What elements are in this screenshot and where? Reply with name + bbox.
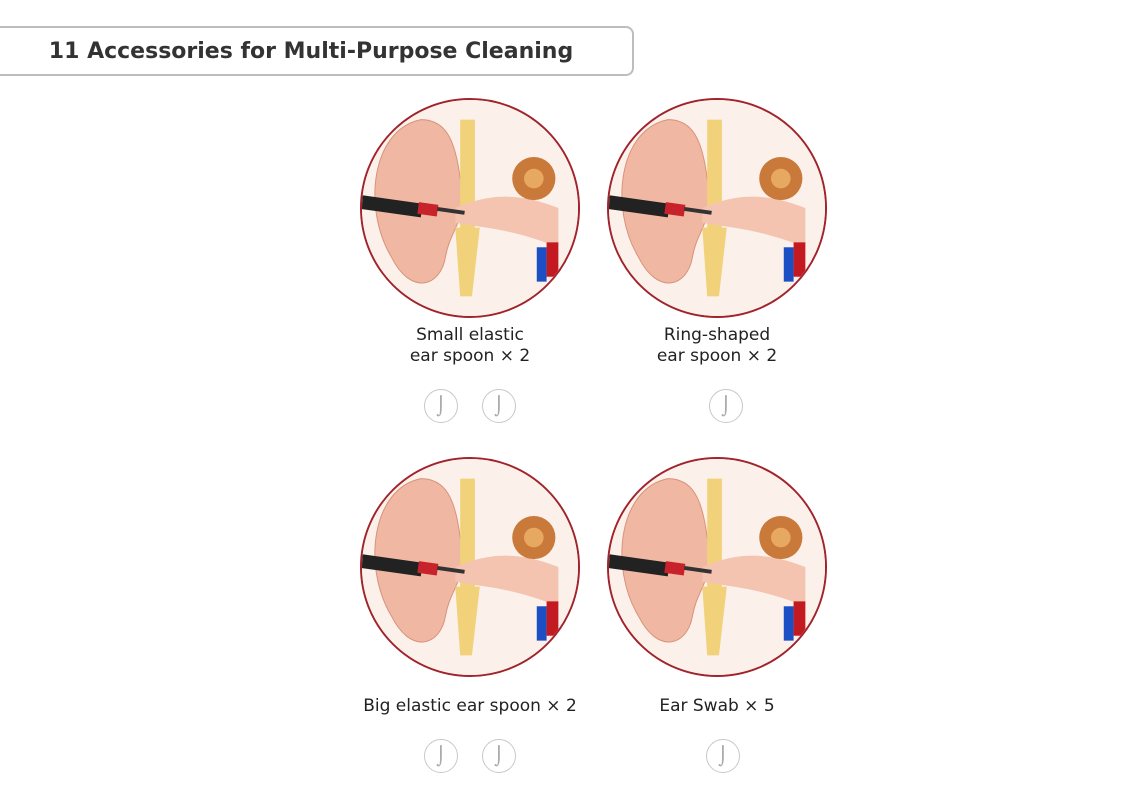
caption-line: ear spoon × 2 — [656, 346, 778, 366]
ear-spoon-icon: ⌡ — [424, 739, 458, 773]
caption-line: Ring-shaped — [663, 325, 771, 345]
title-banner: 11 Accessories for Multi-Purpose Cleanin… — [0, 26, 634, 76]
ear-spoon-icon: ⌡ — [482, 389, 516, 423]
ear-spoon-icon: ⌡ — [424, 389, 458, 423]
caption-line: ear spoon × 2 — [409, 346, 531, 366]
caption-line: Ear Swab × 5 — [659, 696, 775, 716]
ring-spoon-icon: ⌡ — [709, 389, 743, 423]
ear-illustration-swab — [607, 457, 827, 677]
caption-line: Small elastic — [416, 325, 524, 345]
ear-illustration-small-spoon — [360, 98, 580, 318]
ear-illustration-ring-spoon — [607, 98, 827, 318]
caption-line: Big elastic ear spoon × 2 — [363, 696, 577, 716]
ear-spoon-icon: ⌡ — [482, 739, 516, 773]
caption-swab: Ear Swab × 5 — [587, 696, 847, 717]
ear-illustration-big-spoon — [360, 457, 580, 677]
ear-swab-icon: ⌡ — [706, 739, 740, 773]
caption-big-spoon: Big elastic ear spoon × 2 — [340, 696, 600, 717]
